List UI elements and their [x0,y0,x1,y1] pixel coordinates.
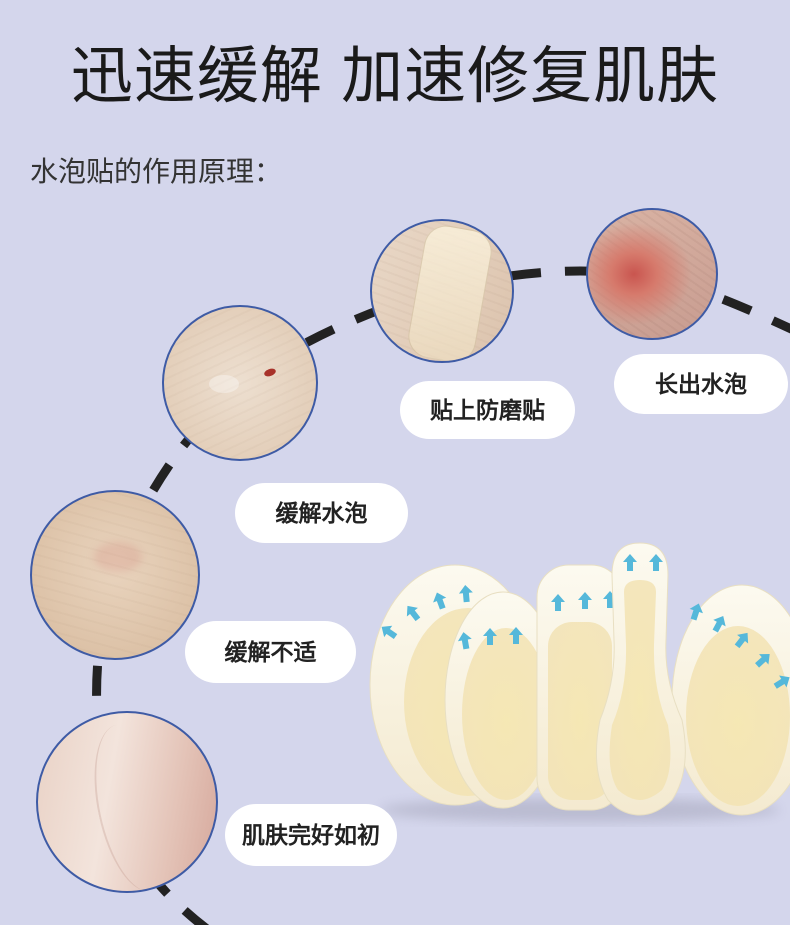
discomfort-relieved-photo [30,490,200,660]
blister-patch-set [369,542,790,822]
blister-skin-photo [586,208,718,340]
page-title: 迅速缓解 加速修复肌肤 [70,42,720,111]
faint-redness [94,542,142,572]
step-label-relieve-blister: 缓解水泡 [235,483,408,543]
step-label-apply-patch: 贴上防磨贴 [400,381,575,439]
step-label-relieve-discomfort: 缓解不适 [185,621,356,683]
blister-mark [209,375,239,393]
patch-oval [444,591,562,809]
skin-crease [81,717,187,891]
healed-skin-photo [36,711,218,893]
step-label-blister-appears: 长出水泡 [614,354,788,414]
patch-narrow [595,542,686,816]
applied-patch [404,222,496,361]
patch-applied-photo [370,219,514,363]
patch-large-right [671,584,790,816]
section-subtitle: 水泡贴的作用原理： [30,156,283,187]
blister-relieved-photo [162,305,318,461]
red-spot [263,367,277,378]
step-label-skin-healed: 肌肤完好如初 [225,804,397,866]
